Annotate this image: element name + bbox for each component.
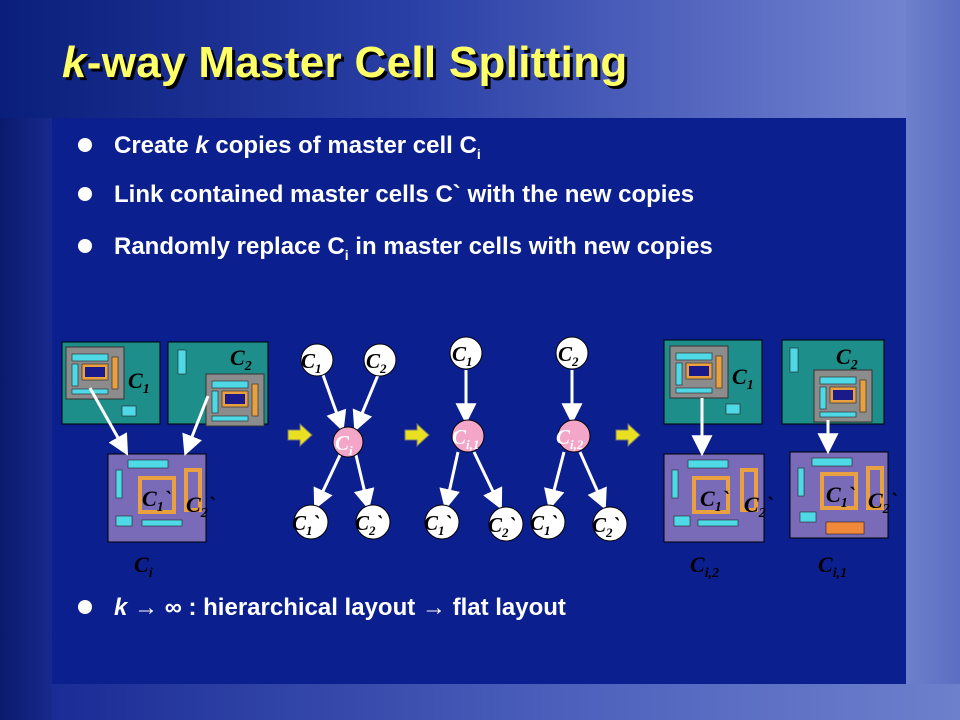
bullet-2: Link contained master cells C` with the … (78, 181, 694, 209)
master-cell-c1 (61, 341, 161, 425)
bullet-sub: i (344, 246, 349, 263)
arrow-c2-to-ci (182, 395, 210, 456)
master-cell-c2 (167, 341, 269, 427)
bullet-dot (78, 238, 92, 253)
arrow-icon: → (134, 594, 159, 621)
master-cell-ci1 (789, 451, 889, 539)
label-ci: Ci (134, 552, 153, 581)
bullet-4: k → ∞ : hierarchical layout → flat layou… (78, 594, 566, 622)
bullet-text: Create (114, 132, 196, 159)
label-c2-prime: C2` (186, 492, 215, 521)
right-band (906, 0, 960, 720)
header-band (0, 0, 906, 118)
arrow-c1-to-ci (88, 387, 129, 456)
bullet-text: in master cells with new copies (348, 233, 713, 260)
bullet-dot (78, 137, 92, 152)
bullet-text: Link contained master cells C` with the … (114, 181, 695, 208)
bullet-3: Randomly replace Ci in master cells with… (78, 233, 713, 263)
svg-text:Ci: Ci (335, 431, 353, 458)
bullet-sub: i (476, 145, 481, 162)
svg-text:C2`: C2` (592, 513, 620, 540)
svg-text:C1`: C1` (424, 511, 452, 538)
graph-split: C1 C2 Ci,1 Ci,2 C1` C2` C1` C2` (424, 336, 628, 542)
left-band (0, 118, 52, 720)
bullet-text: copies of master cell C (208, 132, 477, 159)
slide-title: k-way Master Cell Splitting (62, 38, 628, 88)
bullet-dot (78, 186, 92, 201)
bullet-k: k (114, 594, 128, 621)
label-c1-prime-ci2: C1` (700, 486, 729, 515)
label-ci2: Ci,2 (690, 552, 719, 581)
transition-arrow-icon (404, 422, 430, 448)
title-k: k (62, 38, 87, 87)
svg-text:C1`: C1` (292, 511, 320, 538)
bullet-text: : hierarchical layout (181, 594, 422, 621)
title-rest: -way Master Cell Splitting (86, 38, 628, 87)
label-c2-prime-ci2: C2` (744, 492, 773, 521)
label-c2-prime-ci1: C2` (868, 488, 897, 517)
bullet-1: Create k copies of master cell Ci (78, 132, 481, 162)
bullet-italic: k (195, 132, 209, 159)
bullet-text: Randomly replace C (114, 233, 345, 260)
bullet-dot (78, 599, 92, 614)
bullet-text: flat layout (445, 594, 566, 621)
master-cell-ci (107, 453, 207, 543)
svg-text:C2`: C2` (355, 511, 383, 538)
label-c1-prime-ci1: C1` (826, 482, 855, 511)
transition-arrow-icon (287, 422, 313, 448)
graph-unsplit: C1 C2 Ci C1` C2` (292, 343, 397, 540)
label-ci1: Ci,1 (818, 552, 847, 581)
transition-arrow-icon (615, 422, 641, 448)
master-cell-ci2 (663, 453, 765, 543)
svg-text:C1`: C1` (530, 511, 558, 538)
master-cell-c1-right (663, 339, 763, 425)
arrow-icon: → (421, 594, 446, 621)
infinity-icon: ∞ (164, 594, 182, 621)
label-c1-prime: C1` (142, 486, 171, 515)
bottom-band (52, 684, 960, 720)
svg-text:C2`: C2` (488, 513, 516, 540)
master-cell-c2-right (781, 339, 885, 425)
